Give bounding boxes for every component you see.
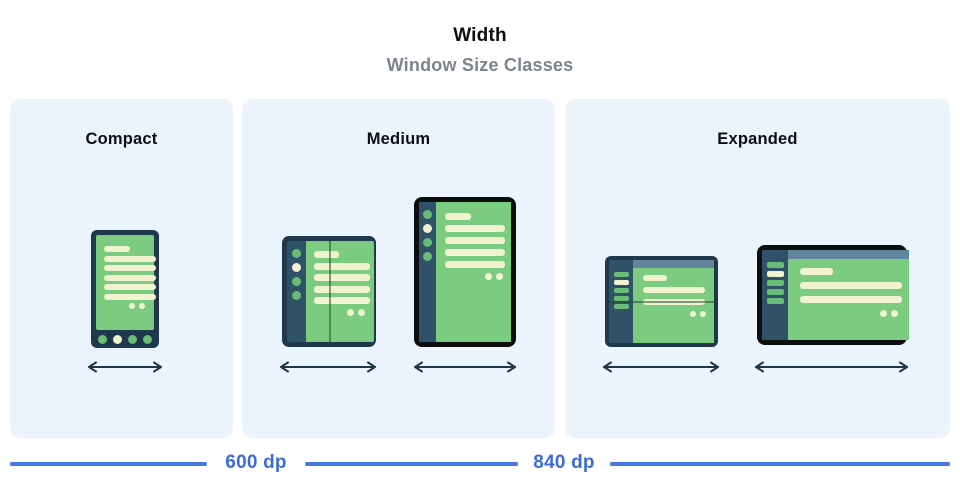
sidebar-line xyxy=(613,304,629,309)
sidebar-dot-icon xyxy=(423,238,432,247)
dot-icon xyxy=(891,310,898,317)
content-line xyxy=(314,285,370,293)
phone-nav-dots xyxy=(96,330,154,348)
foldable-screen xyxy=(306,241,374,342)
dot-icon xyxy=(139,303,145,309)
content-dots xyxy=(104,303,145,309)
phone-illustration xyxy=(91,230,159,348)
breakpoint-840dp-label: 840 dp xyxy=(533,452,595,473)
breakpoint-line-segment xyxy=(305,462,518,466)
content-area xyxy=(788,250,909,340)
sidebar-dot-icon xyxy=(423,252,432,261)
nav-dot-icon xyxy=(143,334,152,344)
dot-icon xyxy=(690,311,696,317)
nav-dot-icon xyxy=(98,334,107,344)
content-line xyxy=(445,237,505,244)
dot-icon xyxy=(358,308,365,316)
dot-icon xyxy=(880,310,887,317)
tablet-landscape-illustration xyxy=(605,256,718,347)
sidebar-dot-icon xyxy=(423,224,432,233)
desktop-window-illustration xyxy=(757,245,909,345)
content-dots xyxy=(800,310,898,317)
content-line xyxy=(445,225,505,232)
diagram-header: Width Window Size Classes xyxy=(0,25,960,76)
content-dots xyxy=(643,311,706,317)
content-pane xyxy=(788,259,909,340)
breakpoint-line-segment xyxy=(610,462,950,466)
content-line xyxy=(104,265,156,271)
panel-compact-title: Compact xyxy=(85,130,158,148)
content-line xyxy=(314,274,370,281)
sidebar-dot-icon xyxy=(292,263,301,272)
dot-icon xyxy=(485,273,492,280)
tablet-screen xyxy=(609,260,714,343)
page-subtitle: Window Size Classes xyxy=(386,55,574,75)
fold-crease xyxy=(329,241,331,342)
content-line-short xyxy=(104,246,130,252)
sidebar-dots xyxy=(287,241,306,342)
width-arrow-icon xyxy=(88,361,162,373)
top-app-bar xyxy=(633,260,714,268)
phone-screen xyxy=(96,235,156,330)
nav-dot-icon xyxy=(113,334,122,344)
tablet-screen xyxy=(436,202,511,342)
content-line-short xyxy=(314,251,339,258)
dot-icon xyxy=(129,303,135,309)
panel-expanded: Expanded xyxy=(565,99,950,438)
sidebar-line xyxy=(766,289,784,295)
top-app-bar xyxy=(788,250,909,259)
sidebar-dot-icon xyxy=(292,291,301,300)
content-dots xyxy=(445,273,503,280)
content-line xyxy=(800,296,902,303)
panel-expanded-title: Expanded xyxy=(717,130,798,148)
sidebar-line xyxy=(613,280,629,285)
width-arrow-icon xyxy=(755,361,908,373)
dot-icon xyxy=(496,273,503,280)
content-line xyxy=(104,284,156,290)
tablet-portrait-illustration xyxy=(414,197,516,347)
sidebar-line xyxy=(766,271,784,277)
content-line xyxy=(104,255,156,262)
content-dots xyxy=(314,308,365,316)
fold-crease xyxy=(609,301,714,303)
content-line xyxy=(104,293,156,300)
sidebar-line xyxy=(766,298,784,304)
content-line xyxy=(800,282,902,289)
dot-icon xyxy=(347,308,354,316)
panel-medium-title: Medium xyxy=(366,130,431,148)
width-arrow-icon xyxy=(414,361,516,373)
sidebar-dot-icon xyxy=(423,210,432,219)
content-line-short xyxy=(800,268,833,275)
panel-compact: Compact xyxy=(10,99,233,438)
content-line xyxy=(104,274,156,281)
sidebar-line xyxy=(766,280,784,286)
sidebar-line xyxy=(613,296,629,301)
sidebar-line xyxy=(613,272,629,277)
content-line xyxy=(445,249,505,256)
sidebar-lines xyxy=(762,250,788,340)
content-line xyxy=(314,297,370,304)
sidebar-dot-icon xyxy=(292,277,301,286)
sidebar-line xyxy=(613,288,629,293)
breakpoint-line-segment xyxy=(10,462,207,466)
content-line-short xyxy=(445,213,471,220)
nav-dot-icon xyxy=(128,334,137,344)
foldable-open-illustration xyxy=(282,236,376,347)
page-title: Width xyxy=(453,25,507,46)
content-line xyxy=(445,261,505,268)
breakpoint-600dp-label: 600 dp xyxy=(225,452,287,473)
content-line xyxy=(314,262,370,270)
width-arrow-icon xyxy=(280,361,376,373)
content-line xyxy=(643,287,705,293)
content-pane xyxy=(633,268,714,343)
sidebar-dots xyxy=(419,202,436,342)
panel-medium: Medium xyxy=(242,99,555,438)
content-line-short xyxy=(643,275,667,281)
width-arrow-icon xyxy=(603,361,719,373)
dot-icon xyxy=(700,311,706,317)
sidebar-dot-icon xyxy=(292,249,301,258)
sidebar-line xyxy=(766,262,784,268)
